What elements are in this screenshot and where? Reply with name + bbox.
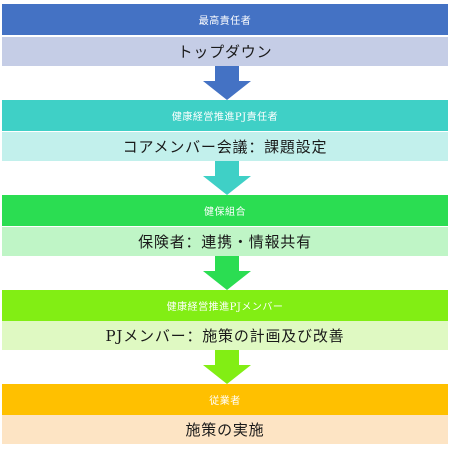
down-arrow-icon	[203, 350, 251, 384]
step-4-description-text: PJメンバー：施策の計画及び改善	[105, 327, 345, 345]
step-4-title-text: 健康経営推進PJメンバー	[166, 302, 284, 313]
down-arrow-icon	[203, 66, 251, 100]
step-1-title: 最高責任者	[2, 4, 448, 35]
step-1-description: トップダウン	[2, 37, 448, 66]
step-2-title-text: 健康経営推進PJ責任者	[171, 112, 279, 123]
step-1-description-text: トップダウン	[177, 43, 273, 61]
down-arrow-icon	[203, 256, 251, 290]
step-4-title: 健康経営推進PJメンバー	[2, 290, 448, 321]
step-5-title: 従業者	[2, 384, 448, 415]
step-3-description-text: 保険者：連携・情報共有	[138, 233, 312, 251]
step-5-title-text: 従業者	[209, 396, 241, 407]
step-5-description-text: 施策の実施	[185, 421, 265, 439]
step-2-title: 健康経営推進PJ責任者	[2, 100, 448, 131]
down-arrow-icon	[203, 161, 251, 195]
step-4-description: PJメンバー：施策の計画及び改善	[2, 321, 448, 350]
step-2-description-text: コアメンバー会議：課題設定	[122, 138, 328, 156]
step-5-description: 施策の実施	[2, 415, 448, 444]
step-3-description: 保険者：連携・情報共有	[2, 227, 448, 256]
step-3-title-text: 健保組合	[204, 207, 246, 218]
step-1-title-text: 最高責任者	[198, 16, 252, 27]
step-2-description: コアメンバー会議：課題設定	[2, 132, 448, 161]
step-3-title: 健保組合	[2, 195, 448, 226]
